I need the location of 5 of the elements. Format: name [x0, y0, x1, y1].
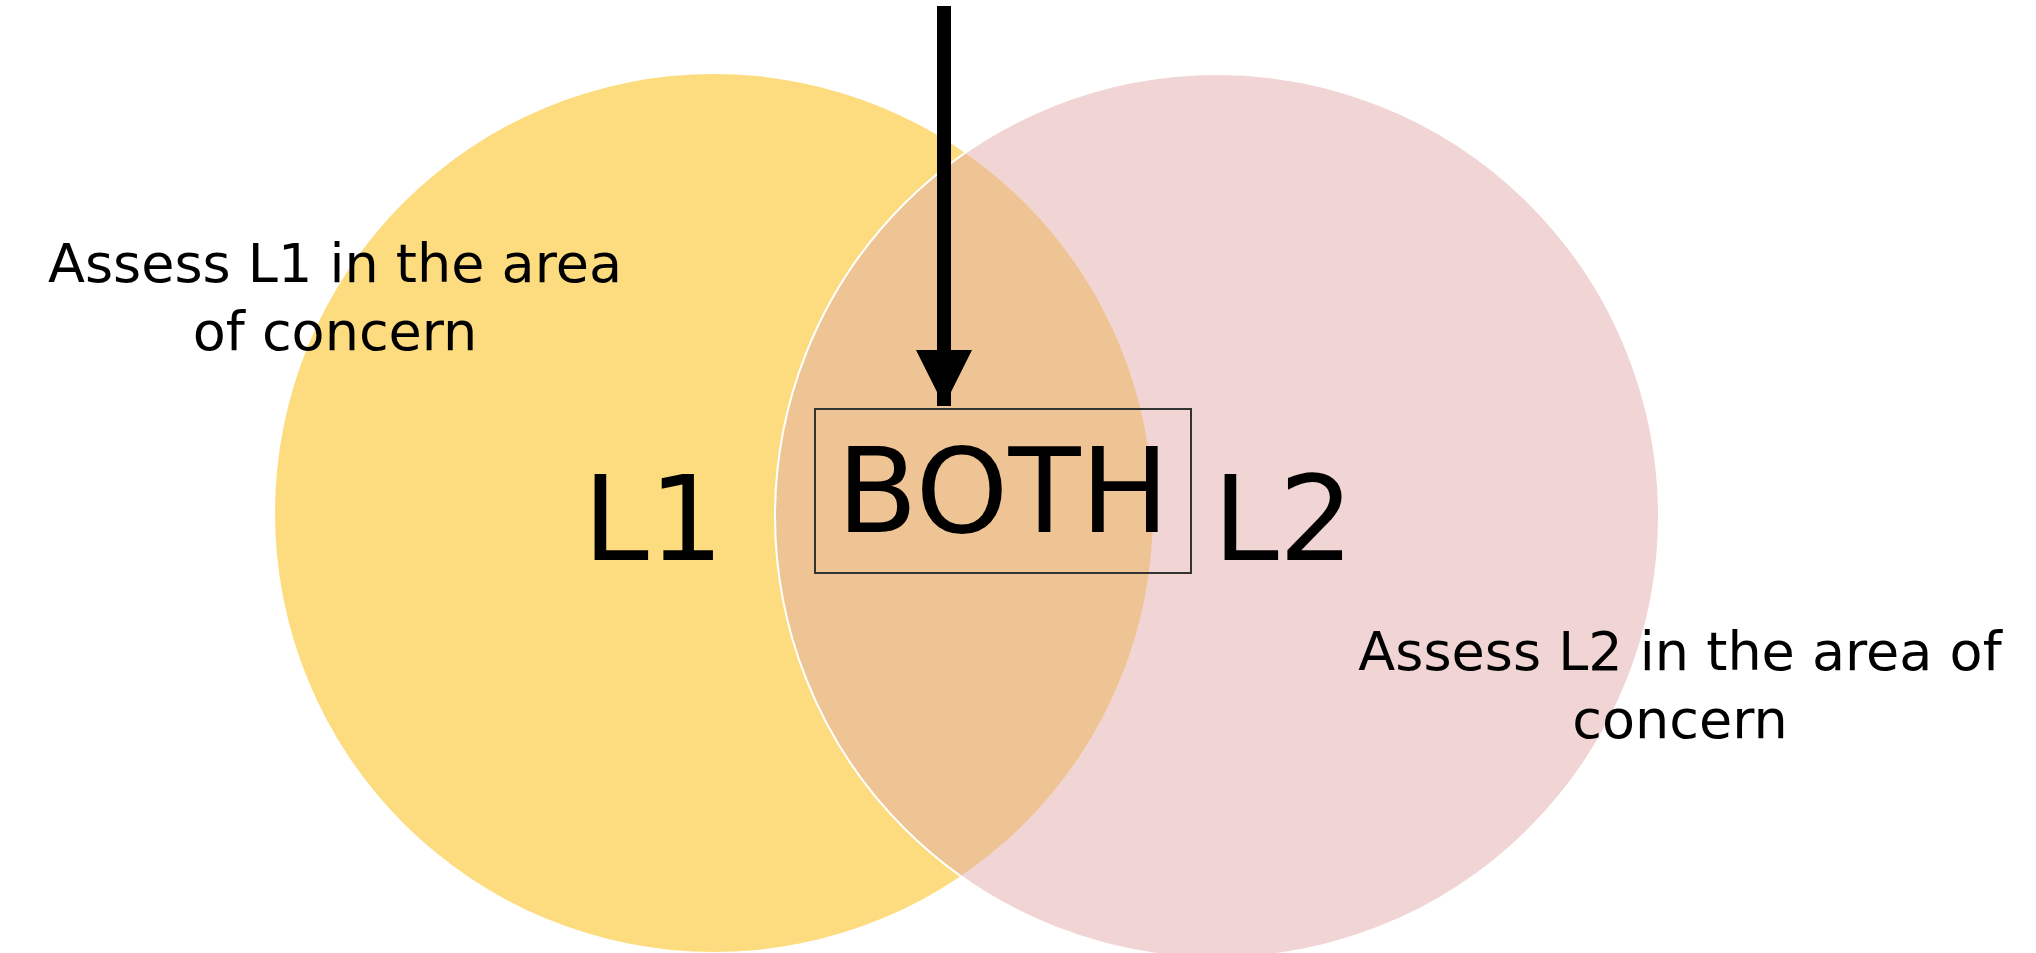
- set-label: L1: [583, 460, 724, 578]
- set-label: L2: [1213, 460, 1354, 578]
- description-text: Assess L2 in the area of concern: [1357, 619, 2004, 753]
- description-text: Assess L1 in the area of concern: [46, 231, 624, 365]
- arrow: [916, 6, 972, 406]
